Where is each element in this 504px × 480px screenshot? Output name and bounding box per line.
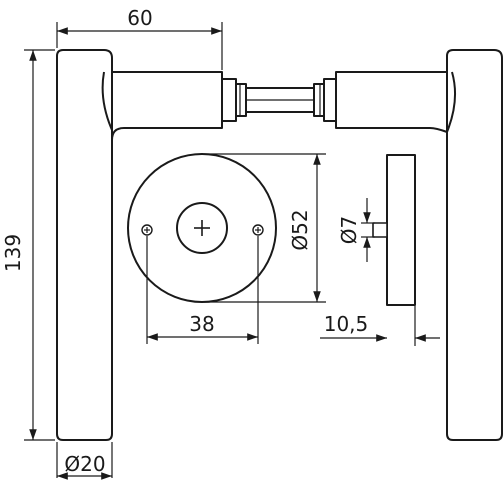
right-lever-handle <box>313 49 503 441</box>
dimension-overall-height: 139 <box>1 49 55 441</box>
dimension-label-tube-diameter: Ø20 <box>64 452 105 476</box>
dimension-label-rose-diameter: Ø52 <box>288 209 312 250</box>
dimension-tube-diameter: Ø20 <box>56 442 113 480</box>
dimension-label-height: 139 <box>1 234 25 272</box>
dimension-pin-diameter: Ø7 <box>337 198 375 262</box>
rose-side-view <box>372 154 416 306</box>
dimension-label-width: 60 <box>127 6 152 30</box>
dimension-screw-spacing: 38 <box>146 236 259 344</box>
spindle-rod <box>245 87 315 113</box>
screw-hole-left <box>141 224 153 236</box>
dimension-label-screw-spacing: 38 <box>189 312 214 336</box>
dimension-handle-width: 60 <box>56 6 223 70</box>
dimension-label-rose-thickness: 10,5 <box>324 312 369 336</box>
dimension-rose-thickness: 10,5 <box>320 306 440 346</box>
dimension-label-pin-diameter: Ø7 <box>337 216 361 244</box>
left-lever-handle <box>56 49 247 441</box>
rose-front-view <box>127 153 277 303</box>
screw-hole-right <box>252 224 264 236</box>
dimension-rose-diameter: Ø52 <box>204 153 326 303</box>
